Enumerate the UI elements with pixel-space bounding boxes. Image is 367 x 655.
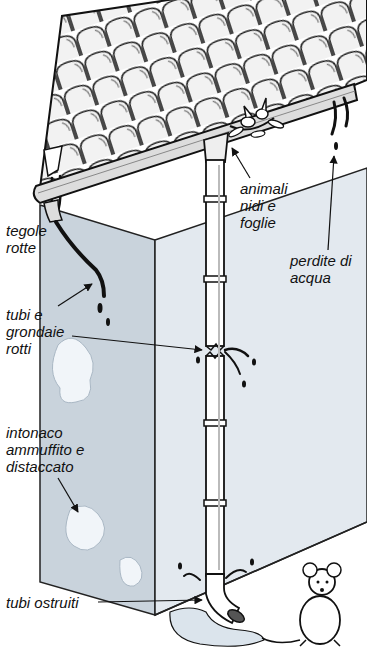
water-stream xyxy=(56,222,104,296)
callout-label: tubi ostruiti xyxy=(6,594,116,611)
water-puddle xyxy=(170,559,264,647)
ground-line xyxy=(155,522,367,615)
blocked-outlet xyxy=(226,607,247,625)
water-spray xyxy=(196,349,256,388)
gutter-lip xyxy=(38,91,355,193)
downpipe xyxy=(206,356,224,576)
mould-patch xyxy=(120,557,142,586)
wall-right-face xyxy=(155,168,367,615)
water-drop xyxy=(98,303,103,313)
water-drip xyxy=(332,98,348,134)
callout-label: tubi e grondaie rotti xyxy=(6,306,76,357)
broken-gutter-end xyxy=(44,200,62,222)
leader-lines xyxy=(58,148,334,602)
callout-label: intonaco ammuffito e distaccato xyxy=(6,424,102,475)
mould-patch xyxy=(52,338,93,403)
callout-label: perdite di acqua xyxy=(290,252,366,286)
wall-left-face xyxy=(40,205,155,615)
mouse xyxy=(262,563,341,646)
callout-label: animali nidi e foglie xyxy=(240,180,310,231)
water-drop xyxy=(106,318,110,326)
pipe-crack xyxy=(206,344,224,358)
roof-tiles xyxy=(40,0,367,188)
broken-tile xyxy=(44,146,62,176)
callout-label: tegole rotte xyxy=(6,222,66,256)
mould-patch xyxy=(66,506,105,550)
gutter xyxy=(34,84,357,203)
pipe-collars xyxy=(204,196,226,506)
birds-nest xyxy=(228,98,285,139)
pipe-funnel xyxy=(204,133,228,162)
water-drop xyxy=(334,142,338,150)
pipe-shading xyxy=(218,165,220,570)
downpipe xyxy=(206,160,224,346)
